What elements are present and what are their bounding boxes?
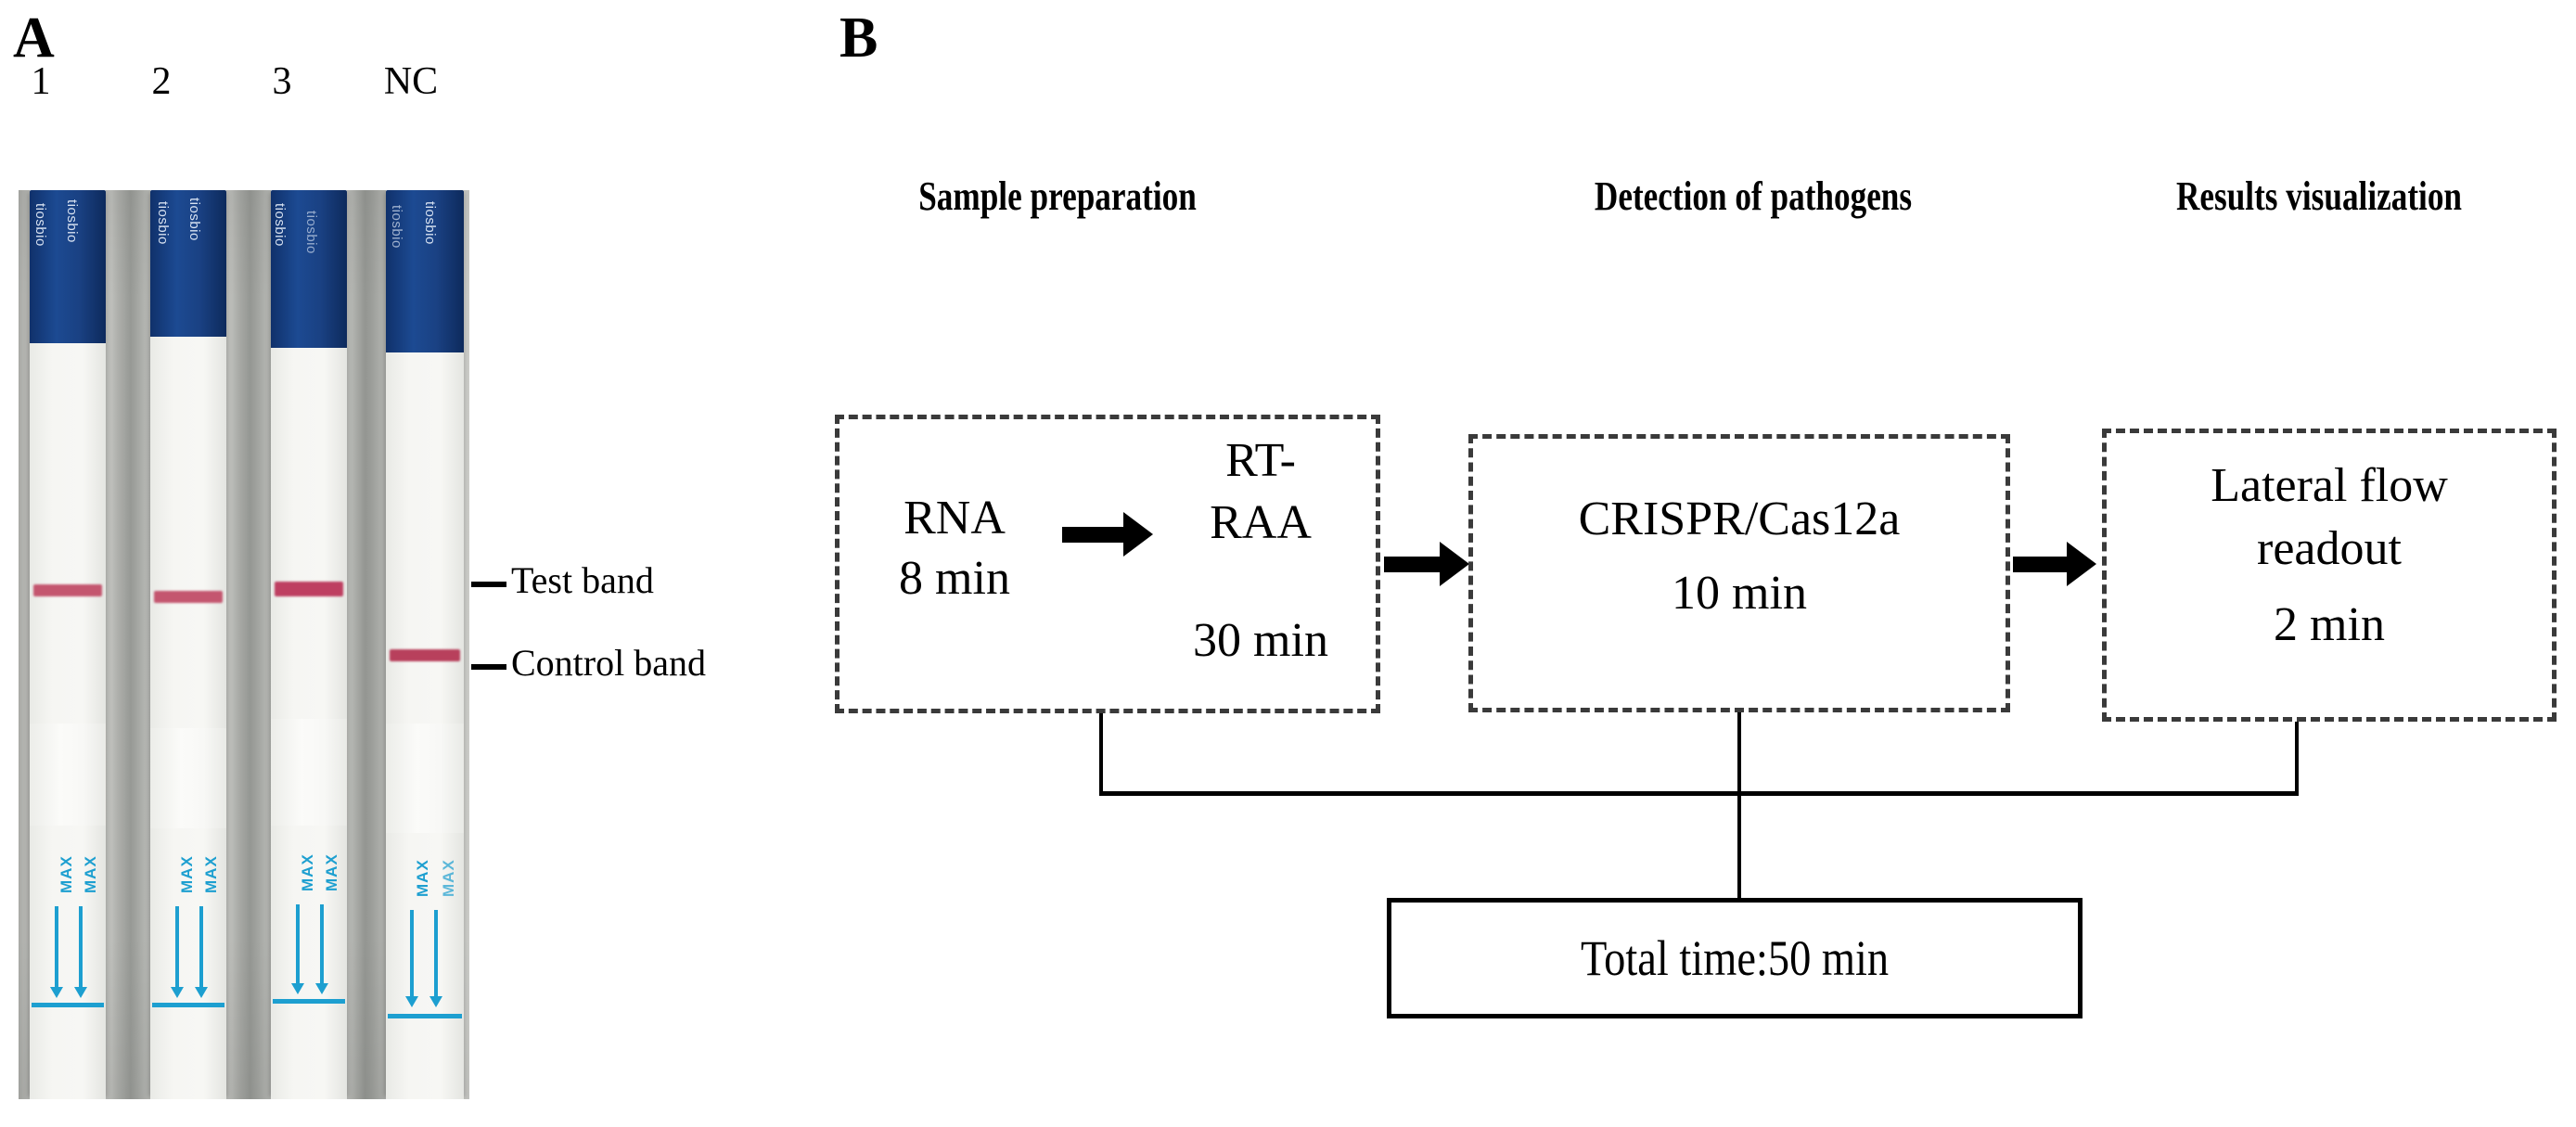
control-band-callout-tick — [471, 664, 506, 670]
control-band-callout-label: Control band — [511, 642, 706, 684]
max-label: MAX — [82, 855, 99, 893]
strip-gap-shadow — [111, 190, 154, 1099]
lateral-flow-strip-photo: tiosbio tiosbio MAX MAX tiosbio tiosbio … — [19, 190, 469, 1099]
step-rna-name: RNA — [904, 492, 1006, 544]
max-label: MAX — [178, 855, 196, 893]
flow-arrow-icon — [429, 910, 442, 1007]
lane-label-1: 1 — [31, 60, 51, 103]
max-line — [152, 1003, 224, 1007]
test-band — [154, 591, 223, 603]
strip-cap: tiosbio tiosbio — [386, 190, 464, 352]
strip-gap-shadow — [230, 190, 275, 1099]
strip-cap: tiosbio tiosbio — [271, 190, 347, 348]
step-rna-time: 8 min — [899, 552, 1010, 605]
step-lfa-name-line1: Lateral flow — [2211, 459, 2448, 512]
strip-lane-3: tiosbio tiosbio MAX MAX — [271, 190, 347, 1099]
flow-arrow-icon — [195, 906, 208, 998]
step-rtraa-name-line1: RT- — [1225, 434, 1296, 487]
strip-max-marking: MAX MAX — [271, 817, 347, 1095]
step-box-results-visualization: Lateral flow readout 2 min — [2102, 429, 2557, 722]
strip-max-marking: MAX MAX — [30, 821, 106, 1099]
arrow-sample-prep-to-detection — [1384, 542, 1469, 586]
control-band — [390, 649, 460, 661]
strip-cap: tiosbio tiosbio — [150, 190, 226, 337]
arrow-rna-to-rtraa — [1062, 512, 1153, 557]
test-band — [33, 584, 102, 596]
strip-pad — [271, 719, 347, 826]
step-crispr-name: CRISPR/Cas12a — [1578, 493, 1901, 545]
flow-arrow-icon — [74, 906, 87, 998]
flow-arrow-icon — [291, 904, 304, 994]
brand-text: tiosbio — [272, 203, 288, 247]
max-label: MAX — [299, 853, 316, 891]
max-line — [273, 999, 345, 1004]
bracket-drop-right — [2295, 722, 2299, 793]
strip-lane-2: tiosbio tiosbio MAX MAX — [150, 190, 226, 1099]
strip-cap: tiosbio tiosbio — [30, 190, 106, 343]
max-line — [32, 1003, 104, 1007]
strip-pad — [386, 724, 464, 833]
arrow-detection-to-results — [2013, 542, 2096, 586]
stage-header-detection-of-pathogens: Detection of pathogens — [1594, 173, 1913, 219]
max-label: MAX — [323, 853, 340, 891]
lane-label-2: 2 — [151, 60, 172, 103]
panel-b-letter: B — [839, 6, 878, 70]
brand-text: tiosbio — [389, 205, 404, 249]
test-band — [275, 582, 343, 596]
max-label: MAX — [58, 855, 75, 893]
total-time-box: Total time:50 min — [1387, 898, 2083, 1018]
bracket-drop-left — [1099, 713, 1103, 793]
max-label: MAX — [414, 859, 431, 897]
bracket-stem-to-total — [1737, 791, 1741, 900]
strip-membrane — [150, 190, 226, 1099]
bracket-horizontal — [1099, 791, 2299, 796]
lane-label-nc: NC — [383, 60, 439, 103]
max-label: MAX — [440, 859, 457, 897]
strip-max-marking: MAX MAX — [150, 823, 226, 1099]
brand-text: tiosbio — [32, 203, 48, 247]
strip-max-marking: MAX MAX — [386, 825, 464, 1099]
brand-text: tiosbio — [186, 198, 202, 241]
step-rtraa-time: 30 min — [1193, 614, 1328, 667]
flow-arrow-icon — [171, 906, 184, 998]
max-line — [388, 1014, 462, 1018]
bracket-drop-middle — [1737, 712, 1741, 793]
step-lfa-name-line2: readout — [2257, 522, 2402, 575]
stage-header-sample-preparation: Sample preparation — [918, 173, 1197, 219]
strip-gap-shadow — [345, 190, 390, 1099]
panel-a-letter: A — [13, 6, 55, 70]
max-label: MAX — [202, 855, 220, 893]
strip-pad — [30, 724, 106, 826]
step-rtraa-name-line2: RAA — [1210, 496, 1312, 549]
brand-text: tiosbio — [155, 201, 171, 245]
step-box-sample-preparation: RNA 8 min RT- RAA 30 min — [835, 415, 1380, 713]
strip-lane-1: tiosbio tiosbio MAX MAX — [30, 190, 106, 1099]
brand-text: tiosbio — [303, 211, 319, 254]
step-lfa-time: 2 min — [2274, 598, 2385, 651]
test-band-callout-tick — [471, 582, 506, 587]
step-box-detection: CRISPR/Cas12a 10 min — [1468, 434, 2010, 712]
brand-text: tiosbio — [64, 199, 80, 243]
lane-label-3: 3 — [272, 60, 292, 103]
test-band-callout-label: Test band — [511, 559, 654, 601]
brand-text: tiosbio — [422, 201, 438, 245]
flow-arrow-icon — [315, 904, 328, 994]
step-crispr-time: 10 min — [1672, 567, 1807, 620]
flow-arrow-icon — [405, 910, 418, 1007]
strip-pad — [150, 728, 226, 828]
strip-lane-nc: tiosbio tiosbio MAX MAX — [386, 190, 464, 1099]
total-time-label: Total time:50 min — [1580, 930, 1890, 986]
stage-header-results-visualization: Results visualization — [2175, 173, 2463, 219]
flow-arrow-icon — [50, 906, 63, 998]
